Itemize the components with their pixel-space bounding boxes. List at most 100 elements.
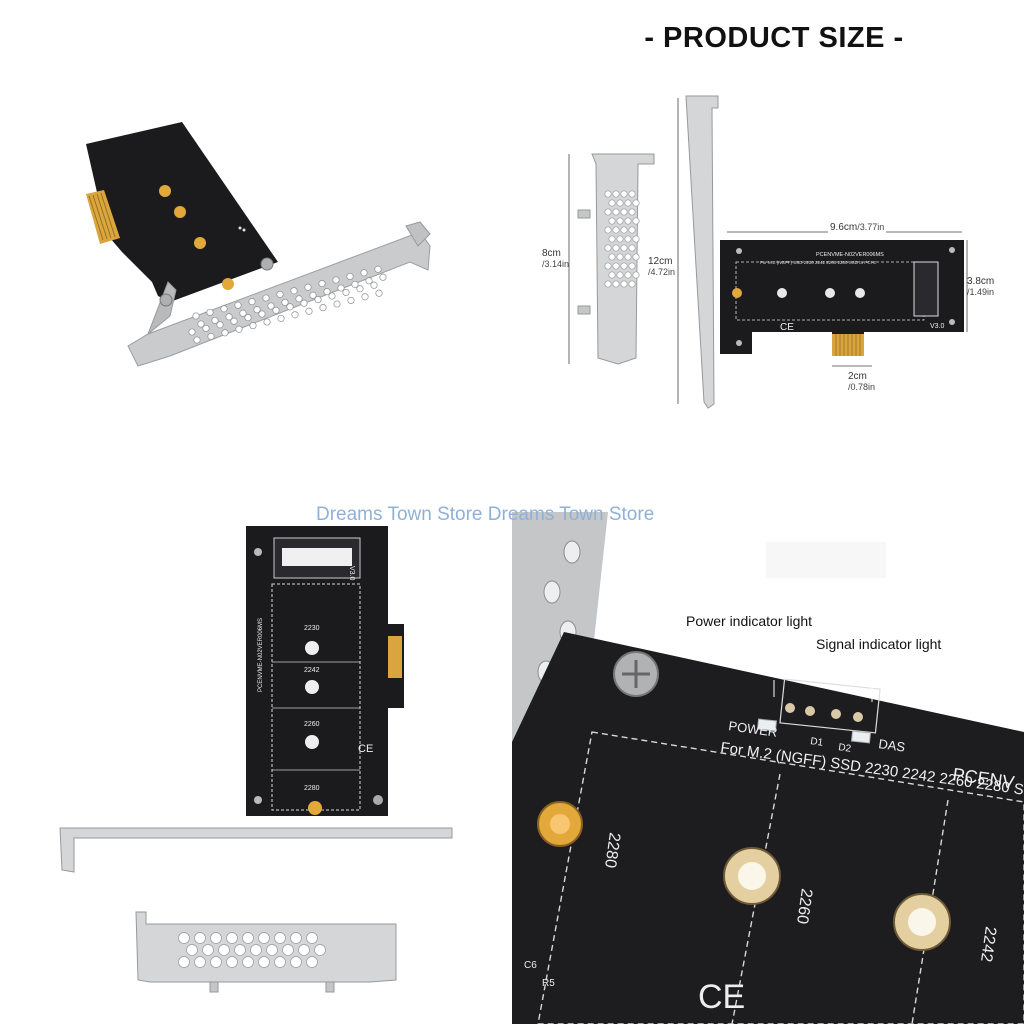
- vent-hole: [250, 944, 262, 956]
- vent-hole: [178, 956, 190, 968]
- short-bracket-dimension: 8cm /3.14in: [542, 248, 570, 269]
- size-label-2242: 2242: [304, 667, 320, 674]
- ce-mark: CE: [780, 322, 794, 333]
- vent-hole: [628, 208, 636, 216]
- vent-hole: [309, 291, 317, 299]
- vent-hole: [242, 932, 254, 944]
- vent-hole: [266, 944, 278, 956]
- closeup-ce-mark: CE: [698, 978, 745, 1016]
- vent-hole: [274, 956, 286, 968]
- vent-hole: [258, 310, 266, 318]
- model-vertical: PCENVME-N02VER006MS: [258, 618, 264, 692]
- vent-hole: [197, 320, 205, 328]
- vent-hole: [628, 190, 636, 198]
- vent-hole: [632, 199, 640, 207]
- vent-hole: [616, 253, 624, 261]
- vent-hole: [193, 336, 201, 344]
- vent-hole: [604, 244, 612, 252]
- c6-label: C6: [524, 960, 537, 971]
- closeup-pcb: [512, 632, 1024, 1024]
- vent-hole: [612, 280, 620, 288]
- vent-hole: [290, 932, 302, 944]
- vent-hole: [202, 944, 214, 956]
- standoff-hole: [222, 278, 234, 290]
- vent-hole: [608, 253, 616, 261]
- vent-hole: [304, 283, 312, 291]
- power-indicator-callout: Power indicator light: [686, 613, 813, 629]
- vent-hole: [276, 290, 284, 298]
- vent-hole: [628, 262, 636, 270]
- standoff-hole: [194, 237, 206, 249]
- vent-hole: [375, 289, 383, 297]
- signal-indicator-callout: Signal indicator light: [816, 636, 942, 652]
- vent-hole: [365, 277, 373, 285]
- vent-hole: [620, 262, 628, 270]
- vent-hole: [612, 262, 620, 270]
- vent-hole: [361, 293, 369, 301]
- screw: [159, 293, 173, 307]
- closeup-illustration: POWER DAS D1 D2 For M.2 (NGFF) SSD 2230 …: [512, 512, 1024, 1024]
- pcie-gold-fingers-vertical: [388, 636, 402, 678]
- vent-hole: [192, 312, 200, 320]
- vent-hole: [632, 271, 640, 279]
- vent-hole: [624, 235, 632, 243]
- vent-hole: [612, 190, 620, 198]
- vent-hole: [620, 190, 628, 198]
- vent-hole: [612, 208, 620, 216]
- vent-hole: [620, 208, 628, 216]
- pcie-gold-fingers: [86, 190, 120, 244]
- vent-hole: [210, 932, 222, 944]
- vent-hole: [239, 309, 247, 317]
- vent-hole: [370, 281, 378, 289]
- vent-hole: [624, 253, 632, 261]
- vent-hole: [314, 944, 326, 956]
- power-label: POWER: [728, 718, 779, 740]
- vertical-product-photo: 2230 2242 2260 2280 V3.0 PCENVME-N02VER0…: [0, 512, 512, 1024]
- screw: [260, 257, 274, 271]
- height-dimension: 3.8cm /1.49in: [967, 276, 995, 297]
- vent-hole: [291, 311, 299, 319]
- vent-hole: [194, 932, 206, 944]
- vent-hole: [248, 298, 256, 306]
- vent-hole: [608, 271, 616, 279]
- version-vertical: V3.0: [348, 566, 355, 581]
- closeup-photo: POWER DAS D1 D2 For M.2 (NGFF) SSD 2230 …: [512, 512, 1024, 1024]
- vent-hole: [286, 303, 294, 311]
- vent-hole: [337, 284, 345, 292]
- vent-hole: [244, 314, 252, 322]
- vent-hole: [234, 944, 246, 956]
- vent-hole: [300, 299, 308, 307]
- vent-hole: [188, 328, 196, 336]
- vent-hole: [178, 932, 190, 944]
- vent-hole: [624, 271, 632, 279]
- vent-hole: [616, 235, 624, 243]
- vent-hole: [211, 316, 219, 324]
- vent-hole: [374, 265, 382, 273]
- vent-hole: [253, 306, 261, 314]
- vent-hole: [202, 324, 210, 332]
- d2-label: D2: [838, 742, 853, 755]
- vent-hole: [604, 262, 612, 270]
- ce-mark-vertical: CE: [358, 743, 373, 755]
- full-bracket: [685, 95, 719, 409]
- board-ssd-note: For M.2 (NGFF) SSD 2230 2242 2260 2280 S…: [760, 260, 876, 265]
- vent-hole: [314, 296, 322, 304]
- m2-slot: [913, 261, 939, 317]
- vent-hole: [328, 292, 336, 300]
- vent-hole: [612, 244, 620, 252]
- vent-hole: [194, 956, 206, 968]
- vent-hole: [298, 944, 310, 956]
- vent-hole: [620, 226, 628, 234]
- product-size-panel: - PRODUCT SIZE - PCENVME-N0: [512, 0, 1024, 512]
- power-led: [756, 718, 778, 732]
- vent-hole: [210, 956, 222, 968]
- vent-hole: [604, 280, 612, 288]
- vent-hole: [608, 217, 616, 225]
- bracket: [127, 231, 431, 367]
- width-dimension: 9.6cm/3.77in: [828, 222, 887, 233]
- vent-hole: [249, 322, 257, 330]
- signal-led: [850, 730, 872, 744]
- vent-hole: [632, 217, 640, 225]
- vent-hole: [262, 294, 270, 302]
- r5-label: R5: [542, 978, 555, 989]
